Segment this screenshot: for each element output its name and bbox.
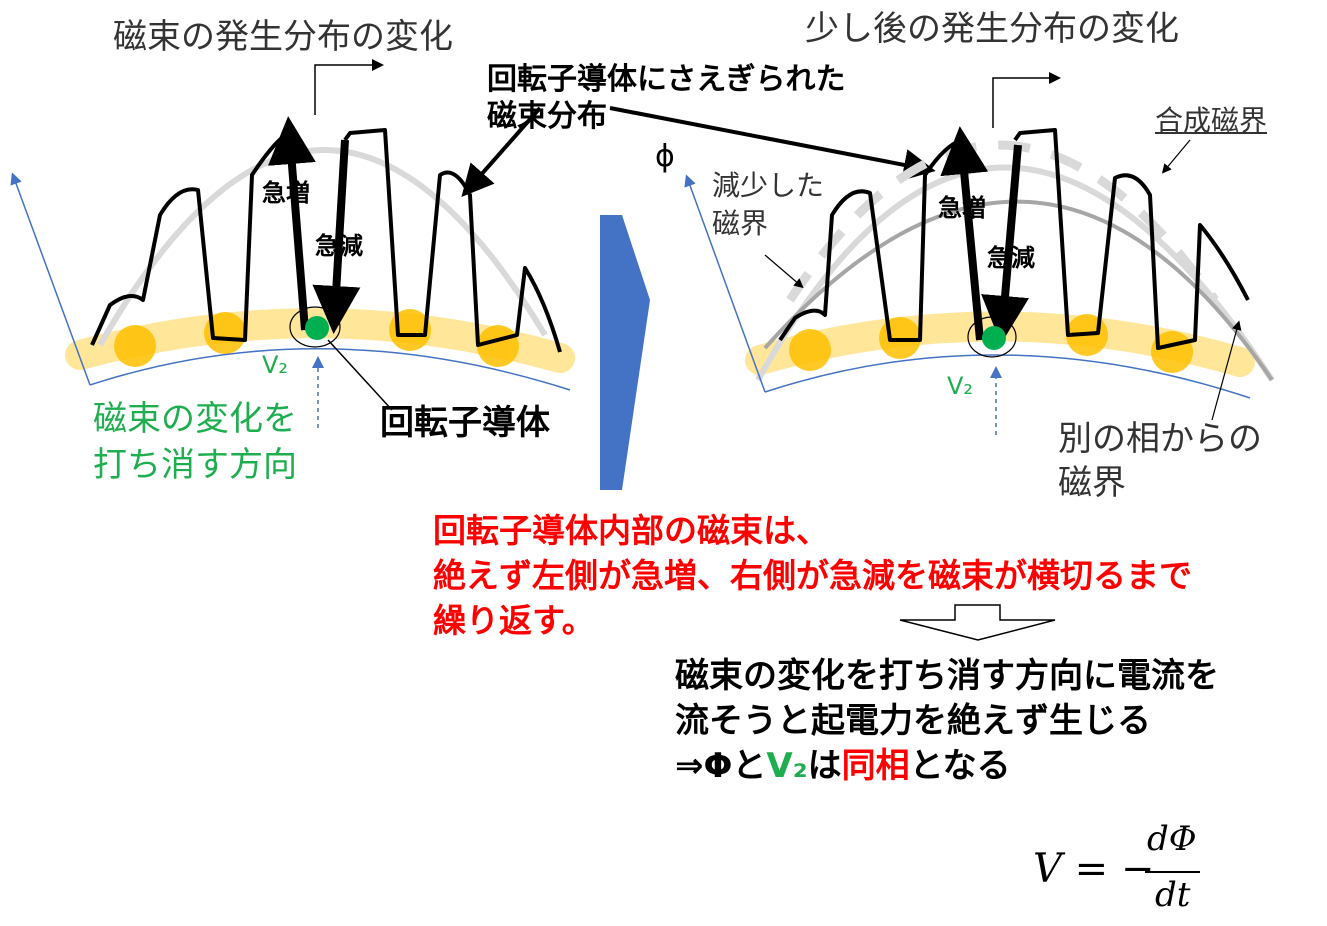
left-increase-label: 急増 <box>262 179 310 207</box>
left-stator-arc <box>89 347 571 391</box>
right-increase-label: 急増 <box>938 194 986 222</box>
cancel-direction-line1: 磁束の変化を <box>93 399 297 439</box>
conductor-dot <box>114 325 156 367</box>
rotor-conductor-label: 回転子導体 <box>380 403 550 443</box>
right-other-phase-arc <box>763 199 1274 382</box>
note-red-line1: 回転子導体内部の磁束は、 <box>433 511 829 550</box>
right-active-conductor <box>982 326 1006 350</box>
reduced-field-line2: 磁界 <box>712 207 769 240</box>
left-active-conductor-ring <box>289 306 341 348</box>
right-decrease-label: 急減 <box>987 244 1035 272</box>
left-panel-diagram <box>10 59 575 428</box>
right-axis-arrow <box>684 174 766 393</box>
conclusion-suffix: となる <box>909 746 1011 786</box>
reduced-field-leader <box>764 254 804 289</box>
right-decrease-arrow <box>981 144 1029 344</box>
conclusion-v2: V₂ <box>766 746 808 786</box>
left-panel-title: 磁束の発生分布の変化 <box>113 17 453 57</box>
note-red-line3: 繰り返す。 <box>433 601 595 640</box>
other-phase-line1: 別の相からの <box>1058 419 1262 459</box>
conductor-dot <box>789 329 831 371</box>
blocked-flux-label-line2: 磁束分布 <box>487 99 607 134</box>
right-panel-title: 少し後の発生分布の変化 <box>805 9 1179 49</box>
conclusion-line2: 流そうと起電力を絶えず生じる <box>675 701 1151 741</box>
formula-numerator: dΦ <box>1147 819 1197 859</box>
conclusion-prefix: ⇒Φと <box>675 746 767 786</box>
left-increase-arrow <box>267 116 316 331</box>
formula-denominator: dt <box>1155 875 1191 915</box>
left-v2-label: V₂ <box>262 351 289 379</box>
transition-chevron <box>600 215 650 490</box>
conductor-dot <box>477 325 519 367</box>
left-rotor-leader <box>327 339 393 411</box>
blocked-flux-leader-right <box>609 106 936 181</box>
other-phase-line2: 磁界 <box>1058 463 1126 503</box>
conclusion-down-arrow <box>899 604 1056 641</box>
right-shift-arrow <box>992 72 1061 128</box>
right-increase-arrow <box>940 126 989 341</box>
conclusion-mid: は <box>807 746 842 786</box>
conclusion-same-phase: 同相 <box>841 746 910 786</box>
conductor-dot <box>389 309 431 351</box>
formula-lhs-text: V = − <box>1033 846 1155 892</box>
left-active-conductor <box>305 316 329 340</box>
note-red-line2: 絶えず左側が急増、右側が急減を磁束が横切るまで <box>433 556 1192 595</box>
left-decrease-arrow <box>312 139 361 334</box>
conclusion-line1: 磁束の変化を打ち消す方向に電流を <box>675 656 1219 696</box>
phi-axis-label: ϕ <box>655 139 675 174</box>
conclusion-line3: ⇒ΦとV₂は同相となる <box>675 746 1011 786</box>
composite-field-label: 合成磁界 <box>1155 104 1268 137</box>
other-phase-leader <box>1211 320 1242 421</box>
blocked-flux-label-line1: 回転子導体にさえぎられた <box>487 62 846 97</box>
right-v2-label: V₂ <box>947 372 974 400</box>
left-shift-arrow <box>314 59 384 115</box>
right-panel-diagram <box>684 72 1275 435</box>
left-flux-arc <box>97 147 548 347</box>
left-conductor-dots <box>114 309 519 367</box>
composite-field-leader <box>1161 139 1191 174</box>
reduced-field-line1: 減少した <box>712 169 825 202</box>
formula-lhs: V = − <box>1033 846 1154 892</box>
conductor-dot <box>204 312 246 354</box>
left-decrease-label: 急減 <box>315 232 363 260</box>
right-flux-wave <box>778 128 1250 350</box>
cancel-direction-line2: 打ち消す方向 <box>93 445 297 485</box>
blocked-flux-leader-left <box>461 106 542 197</box>
left-axis-arrow <box>10 172 91 386</box>
right-active-conductor-ring <box>967 316 1017 358</box>
